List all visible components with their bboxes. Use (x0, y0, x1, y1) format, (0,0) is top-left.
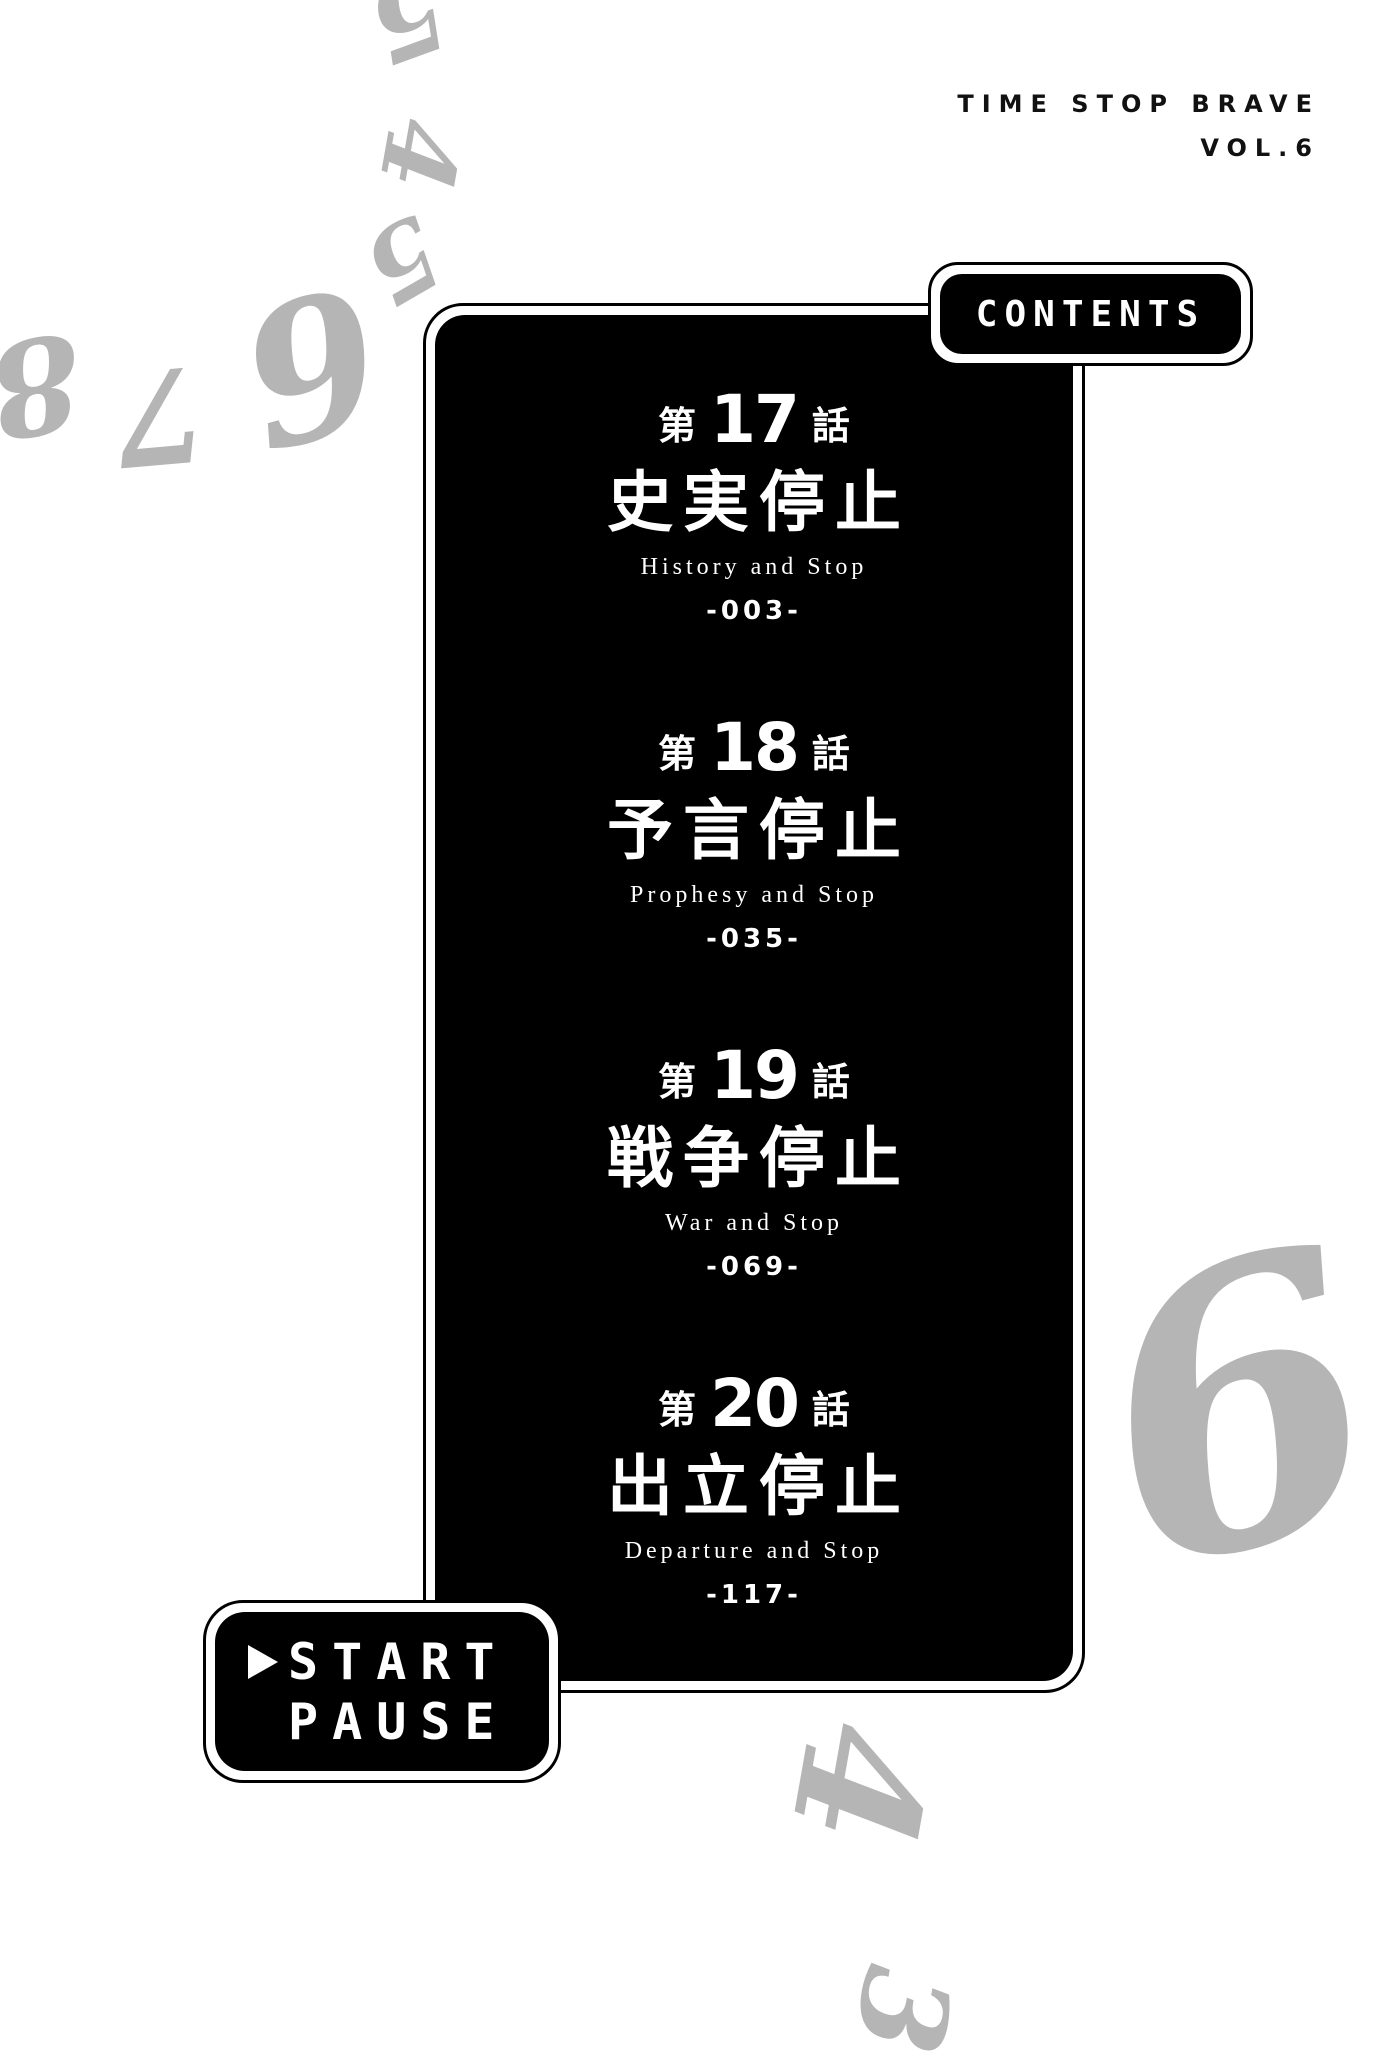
chapter-number: 19 (710, 1037, 800, 1114)
chapter-page-number: -035- (706, 924, 802, 954)
decor-numeral-7-left: 7 (108, 335, 213, 496)
decor-numeral-3-bottom: 3 (825, 1956, 979, 2063)
start-pause-menu: START PAUSE (215, 1612, 549, 1771)
chapter-title-jp: 史実停止 (607, 463, 911, 541)
chapter-prefix: 第 (658, 732, 697, 776)
chapter-suffix: 話 (811, 732, 850, 776)
chapter-suffix: 話 (811, 1060, 850, 1104)
decor-numeral-4-bottom: 4 (750, 1709, 968, 1861)
menu-item-start-label: START (288, 1632, 509, 1691)
chapter-entry-19[interactable]: 第 19 話 戦争停止 War and Stop -069- (435, 1037, 1073, 1283)
chapter-entry-20[interactable]: 第 20 話 出立停止 Departure and Stop -117- (435, 1365, 1073, 1611)
chapter-number-line: 第 17 話 (435, 381, 1073, 458)
chapter-title-en: War and Stop (664, 1210, 844, 1236)
volume-label: VOL.6 (1200, 134, 1320, 162)
chapter-suffix: 話 (811, 404, 850, 448)
contents-panel (435, 315, 1073, 1681)
chapter-title-jp: 予言停止 (607, 791, 911, 869)
play-triangle-icon (248, 1644, 278, 1679)
menu-item-pause-label: PAUSE (288, 1692, 509, 1751)
chapter-prefix: 第 (658, 1060, 697, 1104)
chapter-number-line: 第 20 話 (435, 1365, 1073, 1442)
chapter-title-en: Departure and Stop (624, 1538, 884, 1564)
chapter-title-jp: 戦争停止 (607, 1119, 911, 1197)
chapter-suffix: 話 (811, 1388, 850, 1432)
series-title: TIME STOP BRAVE (957, 90, 1320, 118)
chapter-number-line: 第 18 話 (435, 709, 1073, 786)
chapter-prefix: 第 (658, 404, 697, 448)
chapter-number-line: 第 19 話 (435, 1037, 1073, 1114)
chapter-page-number: -003- (706, 596, 802, 626)
contents-tab-label: CONTENTS (975, 293, 1206, 335)
decor-numeral-5-top: 5 (350, 0, 467, 90)
series-header: TIME STOP BRAVE VOL.6 (957, 82, 1320, 170)
menu-item-start[interactable]: START (248, 1632, 549, 1692)
decor-numeral-4-top: 4 (355, 110, 484, 200)
chapter-number: 18 (710, 709, 800, 786)
chapter-title-en: History and Stop (640, 554, 868, 580)
chapter-entry-18[interactable]: 第 18 話 予言停止 Prophesy and Stop -035- (435, 709, 1073, 955)
chapter-number: 20 (710, 1365, 800, 1442)
chapter-title-jp: 出立停止 (607, 1447, 911, 1525)
chapter-page-number: -069- (706, 1252, 802, 1282)
menu-item-pause[interactable]: PAUSE (248, 1692, 549, 1752)
chapter-page-number: -117- (706, 1580, 802, 1610)
decor-numeral-6-right: 6 (1051, 1159, 1400, 1660)
chapter-title-en: Prophesy and Stop (630, 882, 878, 908)
chapter-prefix: 第 (658, 1388, 697, 1432)
chapter-number: 17 (710, 381, 800, 458)
decor-numeral-6-left: 6 (218, 240, 404, 491)
decor-numeral-8-left: 8 (0, 302, 94, 469)
decor-numeral-5-mid: 5 (343, 191, 463, 329)
chapter-entry-17[interactable]: 第 17 話 史実停止 History and Stop -003- (435, 381, 1073, 627)
contents-tab: CONTENTS (940, 274, 1241, 354)
